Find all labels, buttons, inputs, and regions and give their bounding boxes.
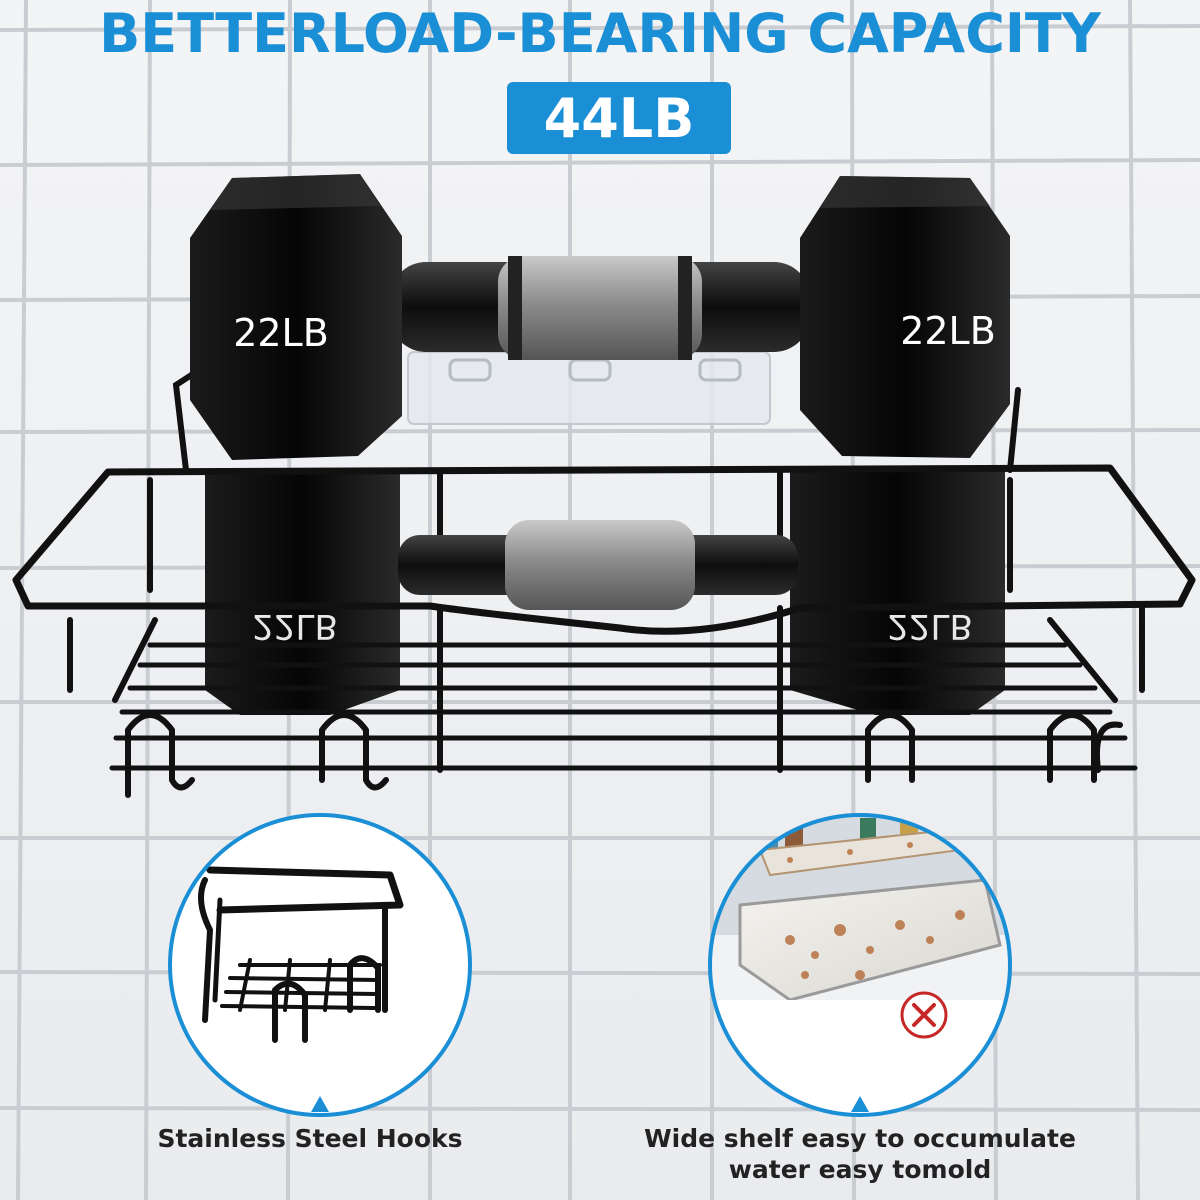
shelf-problem-callout — [708, 813, 1012, 1117]
pointer-triangle-icon — [851, 1096, 869, 1112]
headline: BETTERLOAD-BEARING CAPACITY — [99, 2, 1101, 65]
left-weight-head — [190, 174, 402, 460]
dumbbell-reflection: 22LB 22LB — [205, 470, 1005, 715]
svg-text:22LB: 22LB — [252, 606, 338, 646]
dumbbell — [190, 174, 1010, 460]
right-weight-head — [800, 176, 1010, 458]
pointer-triangle-icon — [311, 1096, 329, 1112]
red-x-warning-icon — [900, 991, 948, 1039]
hooks-detail-callout — [168, 813, 472, 1117]
shower-caddy-rack — [12, 464, 1196, 798]
left-weight-label: 22LB — [233, 311, 329, 355]
hooks-caption: Stainless Steel Hooks — [157, 1124, 463, 1153]
shelf-caption-line2: water easy tomold — [728, 1155, 992, 1184]
shelf-caption: Wide shelf easy to occumulate water easy… — [620, 1123, 1100, 1185]
right-weight-label: 22LB — [900, 309, 996, 353]
rack-hooks — [125, 712, 1123, 798]
svg-text:22LB: 22LB — [887, 606, 973, 646]
shelf-caption-line1: Wide shelf easy to occumulate — [644, 1124, 1076, 1153]
capacity-badge: 44LB — [507, 82, 731, 154]
adhesive-mount — [407, 351, 771, 425]
